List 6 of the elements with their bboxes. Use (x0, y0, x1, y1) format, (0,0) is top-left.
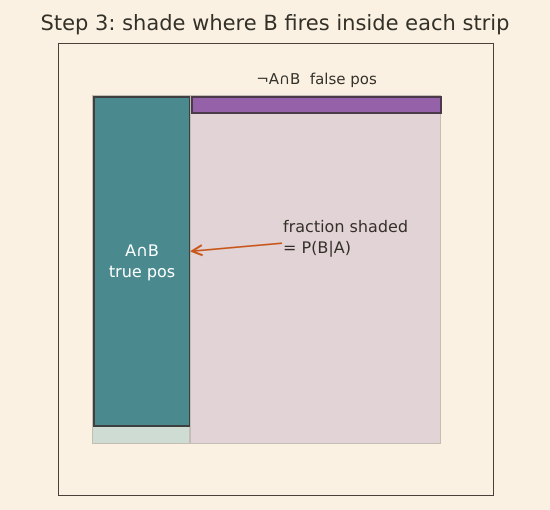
chart-title: Step 3: shade where B fires inside each strip (40, 11, 510, 35)
arrow (190, 242, 282, 256)
strip-label: true pos (108, 262, 176, 282)
band-label: ¬A∩B false pos (255, 70, 378, 88)
strip-label: A∩B (125, 240, 159, 262)
annotation-text: fraction shaded = P(B|A) (283, 217, 409, 259)
